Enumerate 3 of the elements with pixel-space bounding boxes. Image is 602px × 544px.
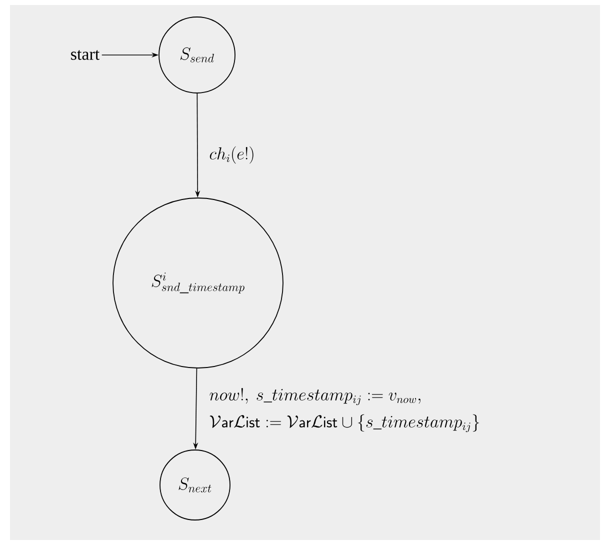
edge-label: $ch_{i}(e!)$ bbox=[210, 146, 254, 164]
edge-label: $\begin{array}{@{}l@{}} now!,\ s\_timestamp_{ij} := v_{now}, \\[8pt] \mathcal{V}\mathsf{ar}\mathcal{L}\mathsf{ist} := \mathcal{V}\mathsf{ar}\mathcal{L}\mathsf{ist} \cup \{s\_timestamp_{ij}\} \end{array}$ bbox=[210, 388, 479, 432]
start-label: start bbox=[71, 50, 100, 60]
